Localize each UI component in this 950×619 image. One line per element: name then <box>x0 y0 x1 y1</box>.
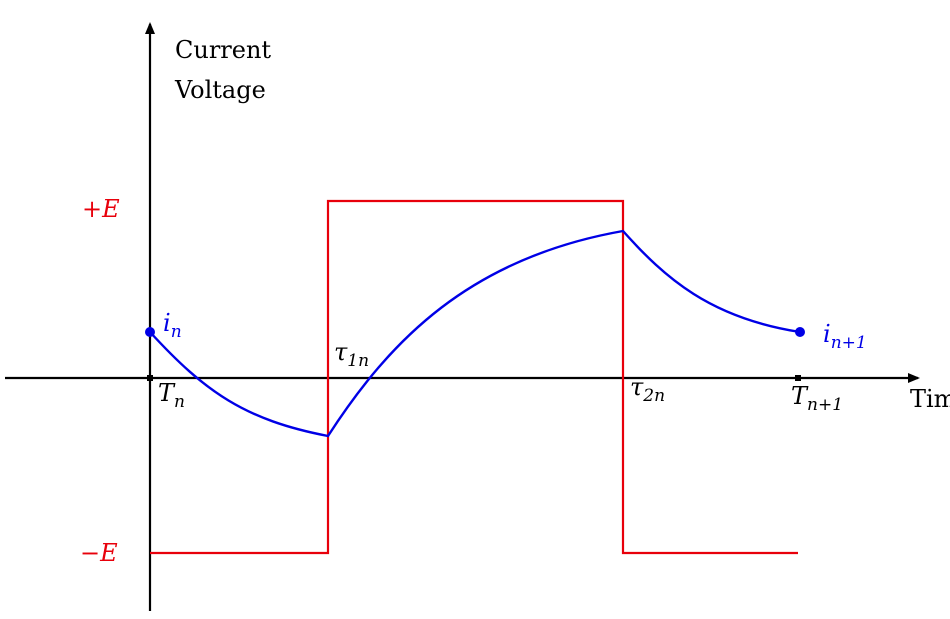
y-axis-label-voltage: Voltage <box>174 76 266 104</box>
i-n1-point <box>795 327 805 337</box>
T-n-label: Tn <box>158 379 185 412</box>
T-n-tick <box>147 375 153 381</box>
y-axis-label-current: Current <box>175 36 271 64</box>
voltage-waveform <box>150 199 798 555</box>
T-n1-label: Tn+1 <box>791 382 843 415</box>
minus-E-label: −E <box>80 539 118 567</box>
T-n1-tick <box>795 375 801 381</box>
tau-1n-label: τ1n <box>334 338 369 371</box>
current-waveform <box>149 229 801 438</box>
plus-E-label: +E <box>82 195 120 223</box>
tau-2n-label: τ2n <box>630 373 665 406</box>
x-axis-label: Time <box>910 385 950 413</box>
i-n-point <box>145 327 155 337</box>
i-n-label: in <box>163 309 182 342</box>
i-n1-label: in+1 <box>823 320 867 353</box>
